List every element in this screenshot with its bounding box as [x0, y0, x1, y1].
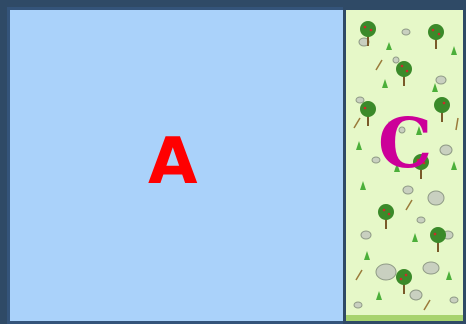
bush-icon: [376, 291, 382, 300]
bush-icon: [382, 79, 388, 88]
bush-icon: [451, 161, 457, 170]
region-a-label: A: [148, 130, 198, 194]
rock-icon: [428, 191, 444, 205]
rock-icon: [417, 217, 425, 223]
rock-icon: [440, 145, 452, 155]
tree-icon: [396, 61, 412, 86]
tree-icon: [434, 97, 450, 122]
bush-icon: [360, 181, 366, 190]
bush-icon: [451, 46, 457, 55]
tree-icon: [428, 24, 444, 49]
tree-icon: [430, 227, 446, 252]
tree-icon: [396, 269, 412, 294]
tree-icon: [360, 101, 376, 126]
twig-icon: [376, 60, 382, 70]
region-c-forest[interactable]: C: [343, 7, 466, 324]
bush-icon: [364, 251, 370, 260]
twig-icon: [424, 300, 430, 310]
rock-icon: [410, 290, 422, 300]
rock-icon: [354, 302, 362, 308]
bush-icon: [356, 141, 362, 150]
rock-icon: [436, 76, 446, 84]
twig-icon: [356, 270, 362, 280]
rock-icon: [403, 186, 413, 194]
tree-icon: [378, 204, 394, 229]
region-a-water[interactable]: A: [7, 7, 345, 324]
rock-icon: [402, 29, 410, 35]
bush-icon: [412, 233, 418, 242]
rock-icon: [376, 264, 396, 280]
twig-icon: [354, 118, 360, 128]
rock-icon: [393, 57, 399, 63]
rock-icon: [423, 262, 439, 274]
rock-icon: [450, 297, 458, 303]
twig-icon: [456, 118, 458, 130]
rock-icon: [361, 231, 371, 239]
twig-icon: [406, 200, 412, 210]
region-c-label: C: [378, 110, 432, 178]
bush-icon: [432, 83, 438, 92]
rock-icon: [356, 97, 364, 103]
bush-icon: [446, 271, 452, 280]
bush-icon: [386, 42, 392, 50]
